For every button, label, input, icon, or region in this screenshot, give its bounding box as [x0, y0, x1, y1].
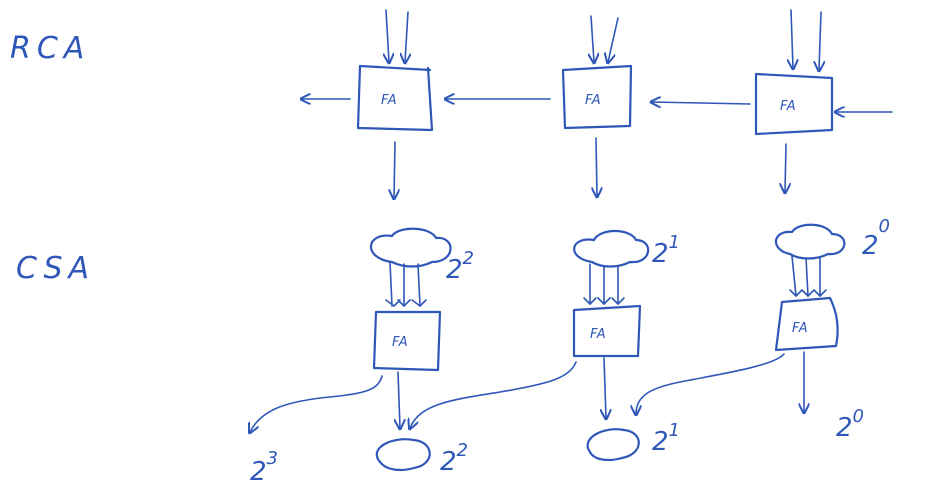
csa-fa-label-3: FA [792, 321, 808, 336]
csa-label: CSA [16, 251, 95, 286]
rca-fa-label-2: FA [585, 93, 601, 108]
csa-fa-label-1: FA [392, 335, 408, 350]
csa-carry-arrow-1 [250, 375, 383, 432]
csa-input-weight-3: 20 [862, 216, 890, 261]
rca-input-arrow-2a [591, 15, 594, 62]
rca-label: RCA [10, 31, 90, 66]
csa-input-arrows-3 [791, 255, 821, 297]
rca-fa-block-3: FA [754, 72, 834, 136]
rca-input-arrow-3a [791, 9, 793, 68]
csa-sum-arrow-2 [604, 357, 606, 418]
csa-column-2: FA 21 [572, 229, 680, 358]
csa-fa-block-1 [372, 310, 442, 372]
rca-carry-arrow-3-2 [652, 102, 751, 104]
rca-fa-block-2: FA [561, 64, 633, 130]
csa-output-cloud-2 [375, 438, 431, 472]
rca-sum-arrow-1 [394, 141, 395, 198]
csa-input-arrows-1 [389, 261, 421, 307]
rca-fa-label-3: FA [780, 99, 796, 114]
csa-input-cloud-2 [573, 229, 650, 268]
csa-input-weight-1: 22 [446, 248, 474, 285]
rca-input-arrow-1a [386, 9, 389, 62]
csa-column-3: FA 20 [774, 216, 890, 352]
rca-fa-block-1: FA [356, 64, 434, 132]
rca-sum-arrow-2 [596, 137, 597, 196]
rca-input-arrow-3b [819, 11, 821, 70]
csa-carry-arrow-2 [410, 361, 577, 428]
csa-output-weight-4: 20 [836, 406, 864, 443]
rca-fa-label-1: FA [381, 93, 397, 108]
csa-input-arrows-2 [589, 263, 619, 305]
rca-input-arrow-2b [608, 17, 619, 62]
rca-sum-arrow-3 [785, 143, 786, 192]
csa-sum-arrow-1 [398, 371, 400, 428]
csa-input-cloud-1 [369, 227, 452, 268]
csa-fa-block-3 [774, 296, 839, 352]
csa-output-weight-1: 23 [250, 448, 278, 487]
rca-input-arrow-1b [405, 11, 408, 62]
csa-fa-label-2: FA [590, 327, 606, 342]
csa-input-weight-2: 21 [652, 232, 680, 269]
csa-output-weight-3: 21 [652, 420, 680, 457]
csa-output-weight-2: 22 [440, 440, 468, 477]
csa-input-cloud-3 [774, 223, 846, 260]
csa-output-cloud-3 [586, 428, 640, 462]
csa-fa-block-2 [572, 304, 642, 358]
csa-carry-arrow-3 [636, 353, 785, 414]
csa-column-1: FA 22 [369, 227, 474, 372]
